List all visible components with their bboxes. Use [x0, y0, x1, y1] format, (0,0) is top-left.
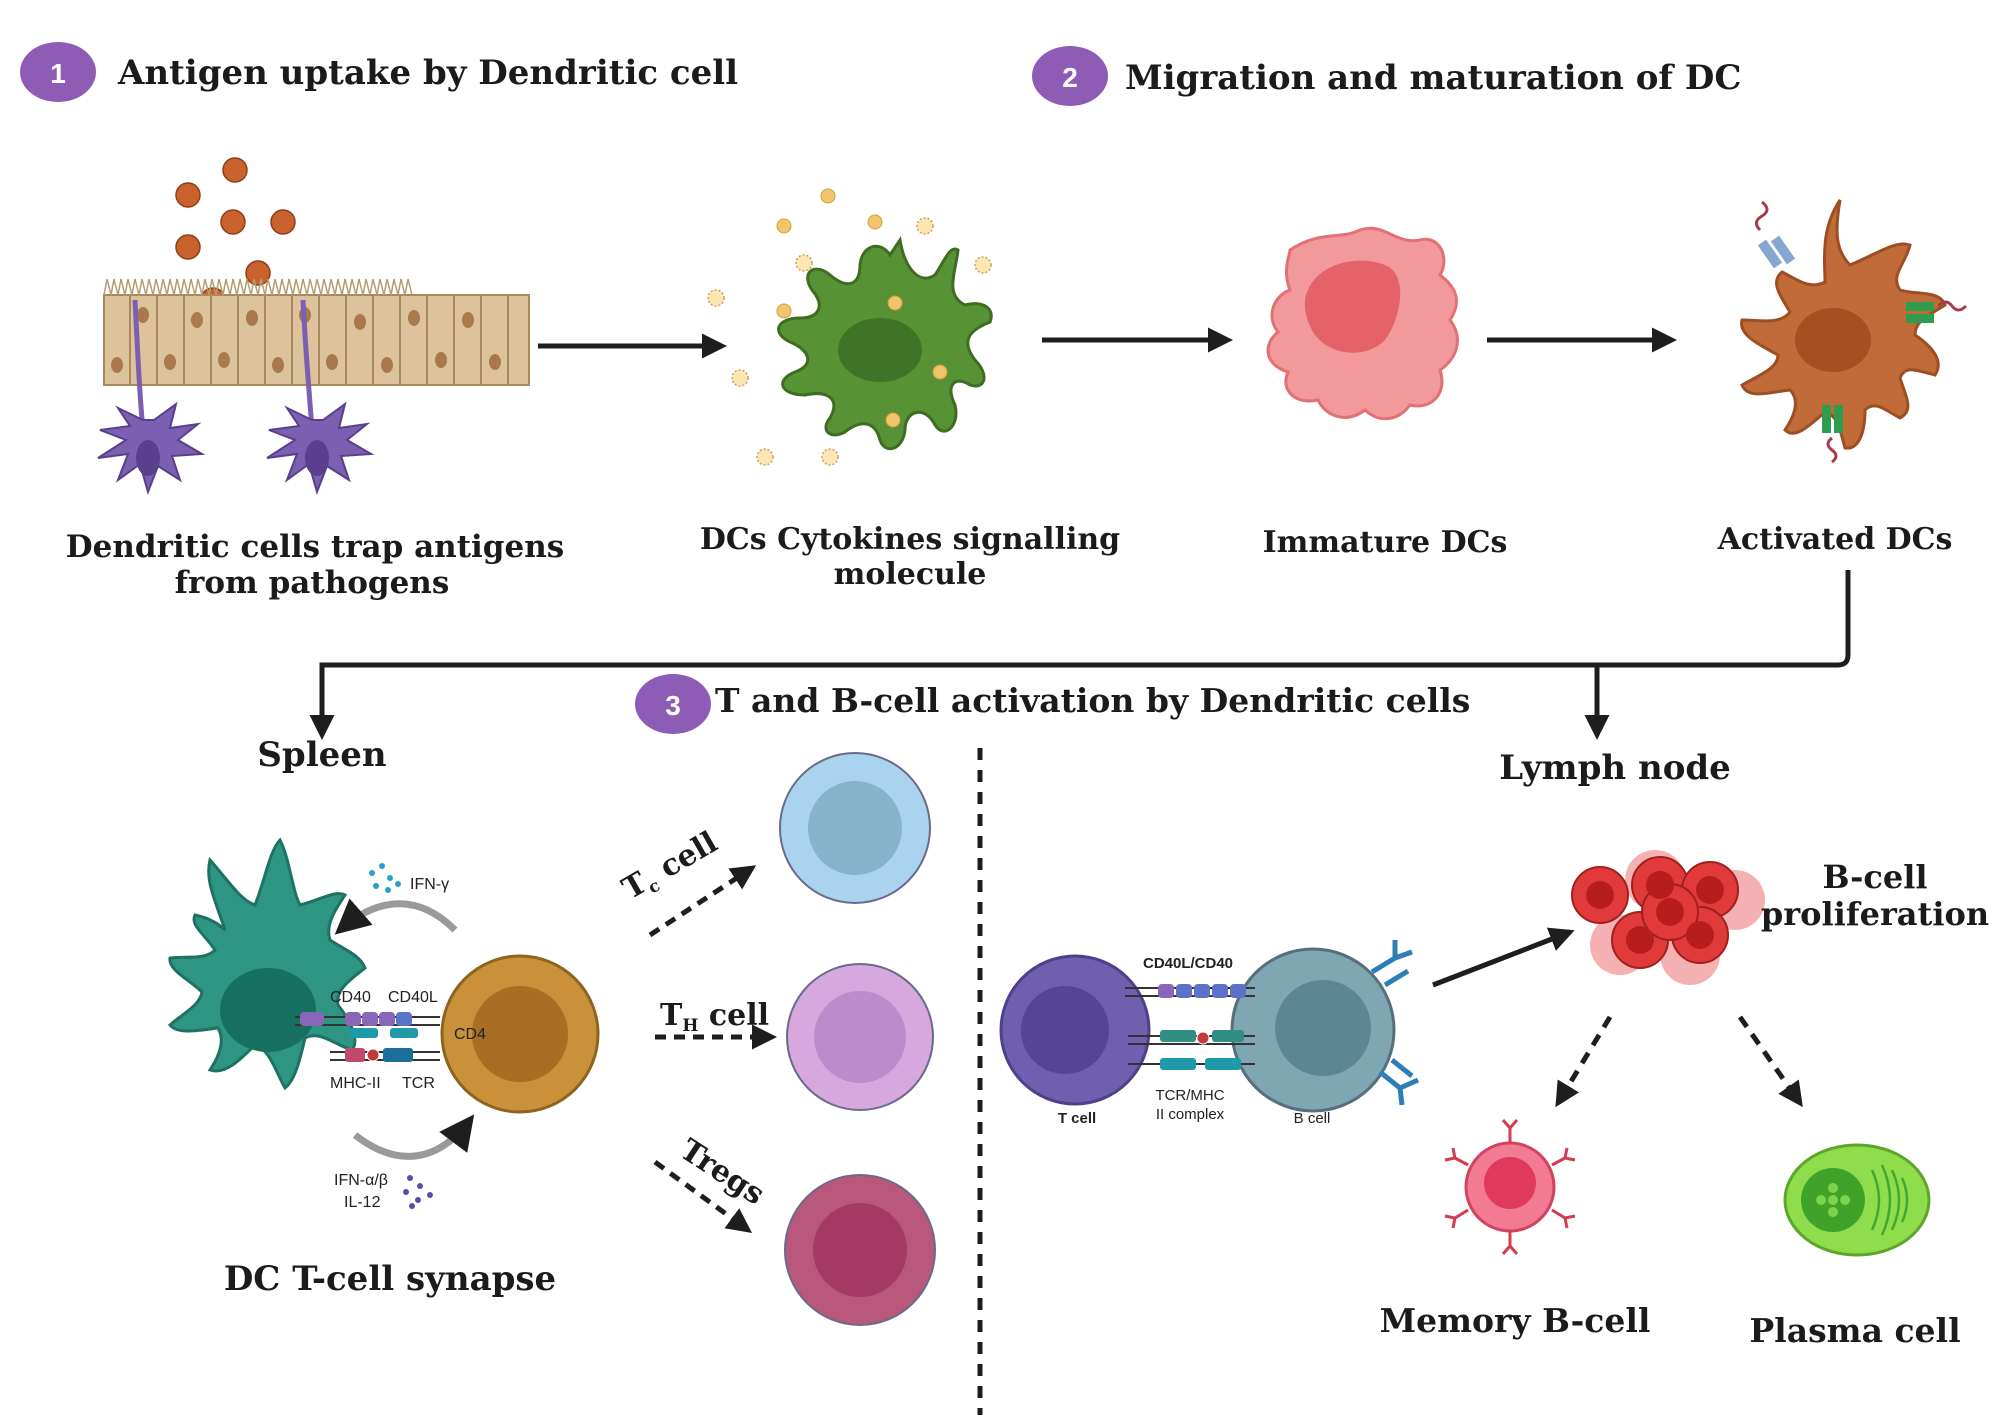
- epithelial-cell-borders: [129, 295, 509, 385]
- tcr-mhc-label-2: II complex: [1156, 1106, 1225, 1123]
- cd40l-cd40-label: CD40L/CD40: [1143, 955, 1233, 972]
- connector-to-spleen: [309, 570, 1851, 740]
- step-3-number: 3: [665, 690, 681, 721]
- step-3-header: 3 T and B-cell activation by Dendritic c…: [635, 674, 1470, 734]
- arrow-to-plasma: [1737, 1015, 1803, 1108]
- lymph-t-cell-label: T cell: [1058, 1110, 1096, 1127]
- activated-caption: Activated DCs: [1717, 522, 1953, 557]
- t-subset-arrow-0: [648, 865, 757, 938]
- step-2-badge: [1032, 46, 1108, 106]
- step-2-header: 2 Migration and maturation of DC: [1032, 46, 1741, 106]
- microvilli: [103, 278, 413, 296]
- antibody-receptors: [1370, 940, 1420, 1106]
- trap-caption-line1: Dendritic cells trap antigens: [66, 529, 564, 565]
- immature-dendritic-cell: [1266, 226, 1459, 421]
- il12-label: IL-12: [344, 1194, 381, 1211]
- step-2-title: Migration and maturation of DC: [1125, 58, 1741, 98]
- cytokine-caption-line2: molecule: [834, 557, 987, 592]
- synapse-receptors: [295, 1012, 440, 1062]
- ifn-gamma-dots: [369, 863, 401, 893]
- tcr-label: TCR: [402, 1075, 435, 1092]
- lymph-node-title: Lymph node: [1499, 748, 1731, 788]
- purple-dendritic-cell-right: [266, 299, 375, 496]
- plasma-cell: [1783, 1143, 1931, 1257]
- t-b-cell-interaction: CD40L/CD40 T cell TCR/MHC II complex B c…: [999, 940, 1420, 1127]
- immature-caption: Immature DCs: [1263, 525, 1508, 560]
- epithelial-nuclei: [111, 307, 501, 373]
- tcr-mhc-label-1: TCR/MHC: [1155, 1087, 1224, 1104]
- ifn-ab-dots: [403, 1175, 433, 1209]
- purple-dendritic-cell-left: [97, 299, 206, 496]
- lymph-b-cell-label: B cell: [1294, 1110, 1331, 1127]
- trap-caption-line2: from pathogens: [175, 565, 450, 601]
- ifn-ab-label: IFN-α/β: [334, 1172, 388, 1189]
- activated-dc-receptors: [1755, 200, 1968, 464]
- t-subset-label-2: Tregs: [674, 1132, 771, 1212]
- epithelium-illustration: [97, 157, 530, 496]
- cytokine-caption-line1: DCs Cytokines signalling: [700, 522, 1120, 557]
- step-1-number: 1: [50, 58, 66, 89]
- green-dendritic-cell: [707, 188, 993, 466]
- proliferating-b-cells: [1571, 850, 1765, 985]
- spleen-title: Spleen: [257, 735, 386, 775]
- t-subset-label-1: TH cell: [660, 998, 769, 1036]
- t-subset-arrow-2: [653, 1159, 753, 1233]
- step-2-number: 2: [1062, 62, 1078, 93]
- lymph-receptors: [1125, 984, 1255, 1070]
- activated-dendritic-cell: [1740, 199, 1968, 464]
- step-1-badge: [20, 42, 96, 102]
- t-subset-nucleus-2: [813, 1203, 907, 1297]
- t-subset-nucleus-0: [808, 781, 902, 875]
- dc-t-cell-synapse: CD40 CD40L CD4 MHC-II TCR IFN-γ IFN-α/β …: [167, 837, 600, 1211]
- memory-b-cell-label: Memory B-cell: [1380, 1301, 1651, 1340]
- step-1-header: 1 Antigen uptake by Dendritic cell: [20, 42, 738, 102]
- plasma-cell-label: Plasma cell: [1749, 1311, 1960, 1350]
- memory-b-cell: [1444, 1119, 1576, 1255]
- ifn-ab-arrow: [352, 1114, 475, 1160]
- step-3-title: T and B-cell activation by Dendritic cel…: [715, 681, 1470, 720]
- cd40l-label: CD40L: [388, 989, 438, 1006]
- arrow-to-proliferation: [1432, 927, 1575, 988]
- mhc2-label: MHC-II: [330, 1075, 381, 1092]
- ifn-gamma-arrow: [334, 898, 458, 935]
- step-3-badge: [635, 674, 711, 734]
- cd4-label: CD4: [454, 1026, 486, 1043]
- arrow-to-memory: [1555, 1015, 1613, 1108]
- proliferation-label-1: B-cell: [1822, 858, 1927, 896]
- step-1-title: Antigen uptake by Dendritic cell: [117, 53, 738, 93]
- epithelial-layer: [103, 294, 530, 386]
- synapse-title: DC T-cell synapse: [224, 1259, 556, 1299]
- proliferation-label-2: proliferation: [1761, 895, 1989, 933]
- t-subset-label-0: Tc cell: [617, 825, 725, 910]
- ifn-gamma-label: IFN-γ: [410, 876, 449, 893]
- cd40-label: CD40: [330, 989, 371, 1006]
- t-subset-nucleus-1: [814, 991, 906, 1083]
